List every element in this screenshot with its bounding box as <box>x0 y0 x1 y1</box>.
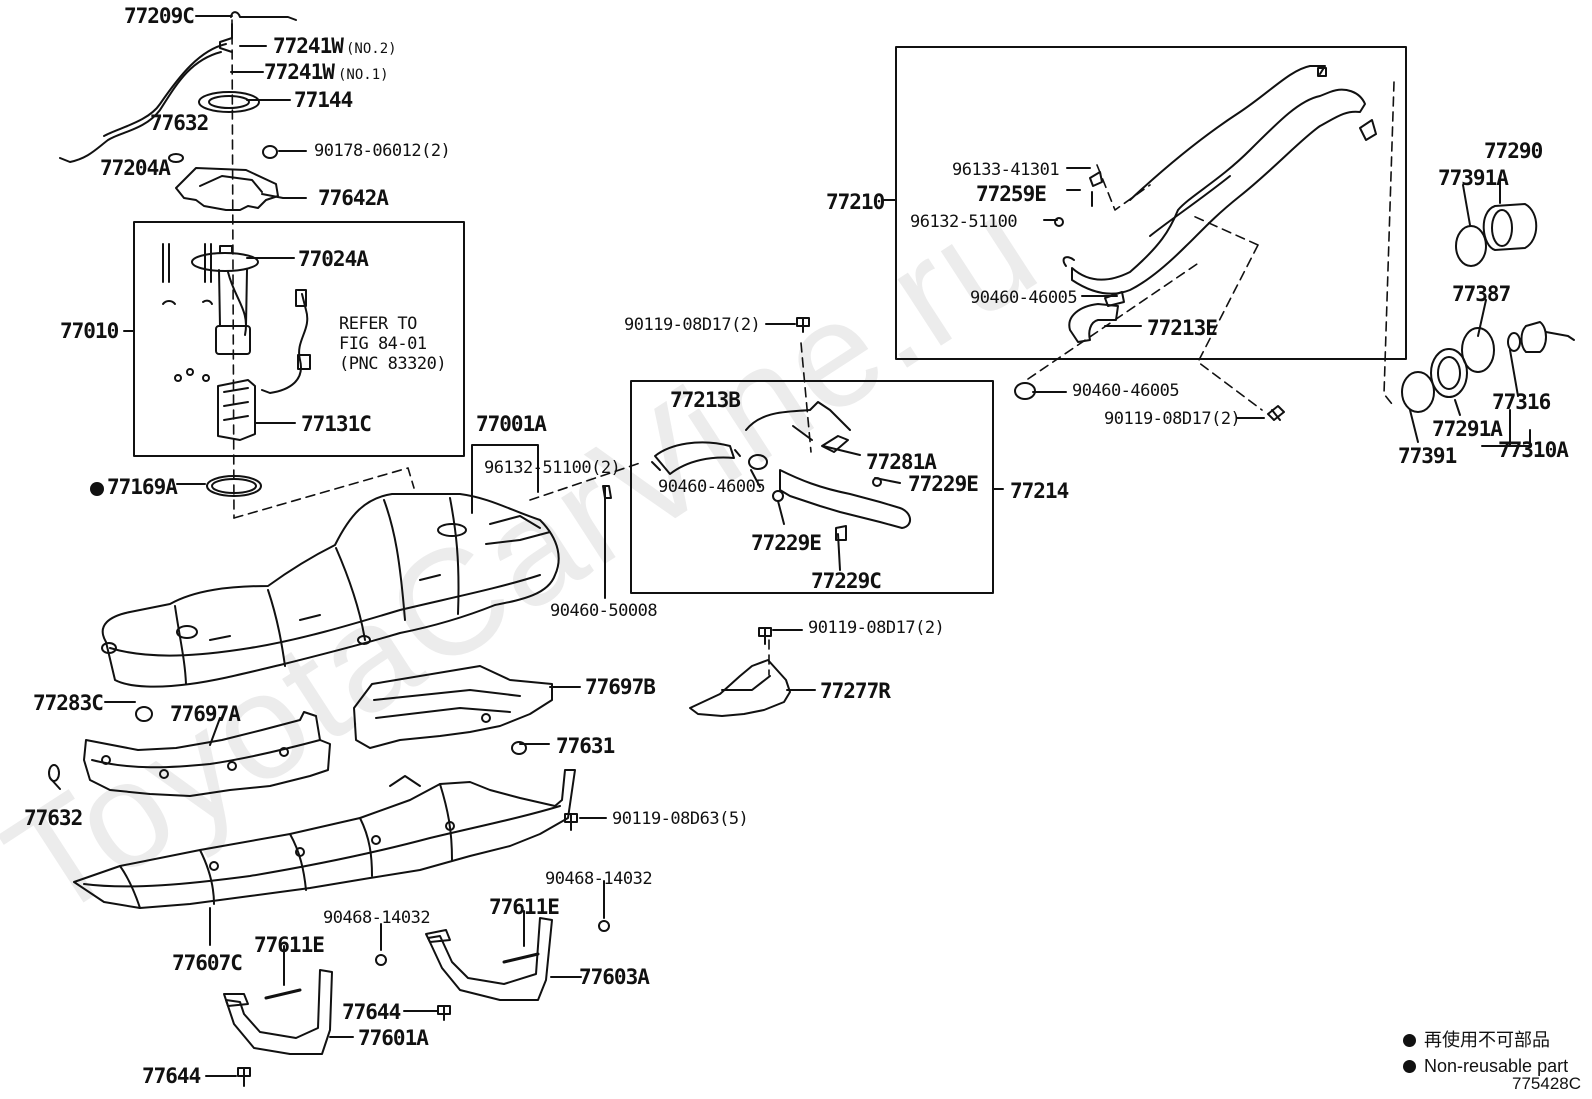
legend-text-jp: 再使用不可部品 <box>1424 1030 1550 1050</box>
label-77210: 77210 <box>826 190 885 214</box>
label-96133-41301: 96133-41301 <box>952 160 1060 180</box>
box-77010 <box>133 221 465 457</box>
label-77213E: 77213E <box>1147 316 1218 340</box>
label-77290: 77290 <box>1484 139 1543 163</box>
legend-dot-icon <box>1403 1034 1416 1047</box>
label-77291A: 77291A <box>1432 417 1503 441</box>
label-77387: 77387 <box>1452 282 1511 306</box>
label-77316: 77316 <box>1492 390 1551 414</box>
label-77283C: 77283C <box>33 691 104 715</box>
label-90119-08D17-top: 90119-08D17(2) <box>624 315 761 335</box>
label-77241W-no1: 77241W <box>264 60 335 84</box>
label-77697B: 77697B <box>585 675 656 699</box>
box-77214 <box>630 380 994 594</box>
label-77204A: 77204A <box>100 156 171 180</box>
legend-row-jp: 再使用不可部品 <box>1403 1026 1568 1052</box>
label-77281A: 77281A <box>866 450 937 474</box>
label-77310A: 77310A <box>1498 438 1569 462</box>
label-77131C: 77131C <box>301 412 372 436</box>
label-77229C: 77229C <box>811 569 882 593</box>
label-77214: 77214 <box>1010 479 1069 503</box>
label-77277R: 77277R <box>820 679 891 703</box>
label-77169A: 77169A <box>107 475 178 499</box>
label-77241W-no1-suffix: (NO.1) <box>338 67 389 83</box>
label-77229E-left: 77229E <box>751 531 822 555</box>
label-90460-46005-below: 90460-46005 <box>1072 381 1180 401</box>
label-77010: 77010 <box>60 319 119 343</box>
label-90468-14032-left: 90468-14032 <box>323 908 431 928</box>
label-90178-06012: 90178-06012(2) <box>314 141 451 161</box>
label-77209C: 77209C <box>124 4 195 28</box>
label-77611E-right: 77611E <box>489 895 560 919</box>
label-96132-51100-left: 96132-51100(2) <box>484 458 621 478</box>
label-90468-14032-right: 90468-14032 <box>545 869 653 889</box>
label-77697A: 77697A <box>170 702 241 726</box>
label-90119-08D17-right: 90119-08D17(2) <box>1104 409 1241 429</box>
label-77642A: 77642A <box>318 186 389 210</box>
label-77024A: 77024A <box>298 247 369 271</box>
label-77631: 77631 <box>556 734 615 758</box>
label-90460-50008: 90460-50008 <box>550 601 658 621</box>
label-90460-46005-box: 90460-46005 <box>658 477 766 497</box>
label-77607C: 77607C <box>172 951 243 975</box>
label-77213B: 77213B <box>670 388 741 412</box>
label-refer-line3: (PNC 83320) <box>339 354 447 374</box>
label-77601A: 77601A <box>358 1026 429 1050</box>
label-77391: 77391 <box>1398 444 1457 468</box>
label-77259E: 77259E <box>976 182 1047 206</box>
label-77603A: 77603A <box>579 965 650 989</box>
label-77241W-no2-suffix: (NO.2) <box>346 41 397 57</box>
label-90119-08D63: 90119-08D63(5) <box>612 809 749 829</box>
label-77632-bottom: 77632 <box>24 806 83 830</box>
label-77144: 77144 <box>294 88 353 112</box>
label-77611E-left: 77611E <box>254 933 325 957</box>
label-refer-line1: REFER TO <box>339 314 417 334</box>
label-77644-bottom: 77644 <box>142 1064 201 1088</box>
legend-row-en: Non-reusable part <box>1403 1056 1568 1077</box>
label-77644-mid: 77644 <box>342 1000 401 1024</box>
box-77210 <box>895 46 1407 360</box>
label-90119-08D17-mid: 90119-08D17(2) <box>808 618 945 638</box>
label-77391A: 77391A <box>1438 166 1509 190</box>
legend-text-en: Non-reusable part <box>1424 1056 1569 1076</box>
label-77001A: 77001A <box>476 412 547 436</box>
label-77229E-right: 77229E <box>908 472 979 496</box>
figure-code: 775428C <box>1512 1074 1582 1093</box>
label-90460-46005-inbox: 90460-46005 <box>970 288 1078 308</box>
legend-dot-icon <box>1403 1060 1416 1073</box>
label-refer-line2: FIG 84-01 <box>339 334 427 354</box>
label-96132-51100-right: 96132-51100 <box>910 212 1018 232</box>
label-77241W-no2: 77241W <box>273 34 344 58</box>
legend: 再使用不可部品 Non-reusable part <box>1403 1026 1568 1077</box>
non-reusable-marker-77169A <box>90 482 104 496</box>
label-77632-top: 77632 <box>150 111 209 135</box>
